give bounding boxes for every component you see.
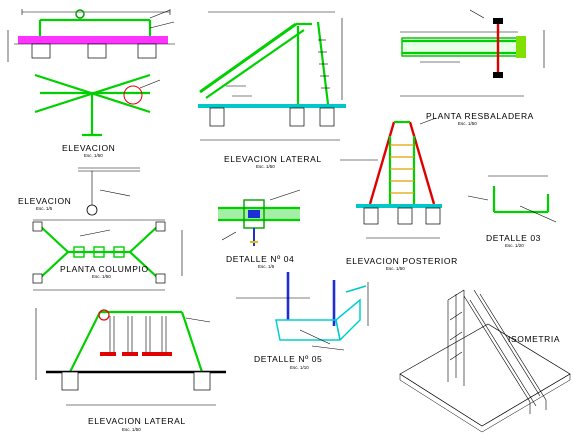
elevacion-lateral-slide-view — [198, 11, 346, 141]
elevacion-seesaw-view — [7, 9, 175, 62]
view-title: DETALLE Nº 05 — [254, 354, 322, 364]
isometria-view — [399, 289, 571, 433]
view-scale: Esc. 1/50 — [386, 266, 405, 271]
view-scale: Esc. 1/10 — [290, 365, 309, 370]
view-scale: Esc. 1/5 — [36, 206, 53, 211]
view-scale: Esc. 1/20 — [505, 243, 524, 248]
elevacion-hanger-detail — [78, 167, 140, 216]
detalle-03-view — [467, 175, 557, 223]
view-scale: Esc. 1/50 — [256, 164, 275, 169]
view-scale: Esc. 1/50 — [458, 121, 477, 126]
view-title: PLANTA RESBALADERA — [426, 111, 534, 121]
view-title: ELEVACION — [18, 196, 71, 206]
elevacion-lateral-swing-view — [35, 308, 226, 406]
detalle-05-view — [236, 272, 369, 351]
view-title: ELEVACION — [62, 143, 115, 153]
view-title: PLANTA COLUMPIO — [60, 264, 149, 274]
view-title: ISOMETRIA — [508, 334, 560, 344]
view-scale: Esc. 1/50 — [122, 427, 141, 432]
view-title: DETALLE 03 — [486, 233, 541, 243]
view-scale: Esc. 1/5 — [258, 264, 275, 269]
detalle-04-view — [218, 189, 301, 246]
planta-columpio-view — [32, 219, 183, 291]
view-title: ELEVACION POSTERIOR — [346, 256, 458, 266]
view-title: ELEVACION LATERAL — [224, 154, 322, 164]
planta-resbaladera-view — [400, 9, 545, 97]
elevacion-posterior-view — [340, 117, 442, 239]
view-title: DETALLE Nº 04 — [226, 254, 294, 264]
view-scale: Esc. 1/50 — [84, 153, 103, 158]
view-title: ELEVACION LATERAL — [88, 416, 186, 426]
planta-seesaw-view — [34, 73, 161, 137]
view-scale: Esc. 1/50 — [92, 274, 111, 279]
